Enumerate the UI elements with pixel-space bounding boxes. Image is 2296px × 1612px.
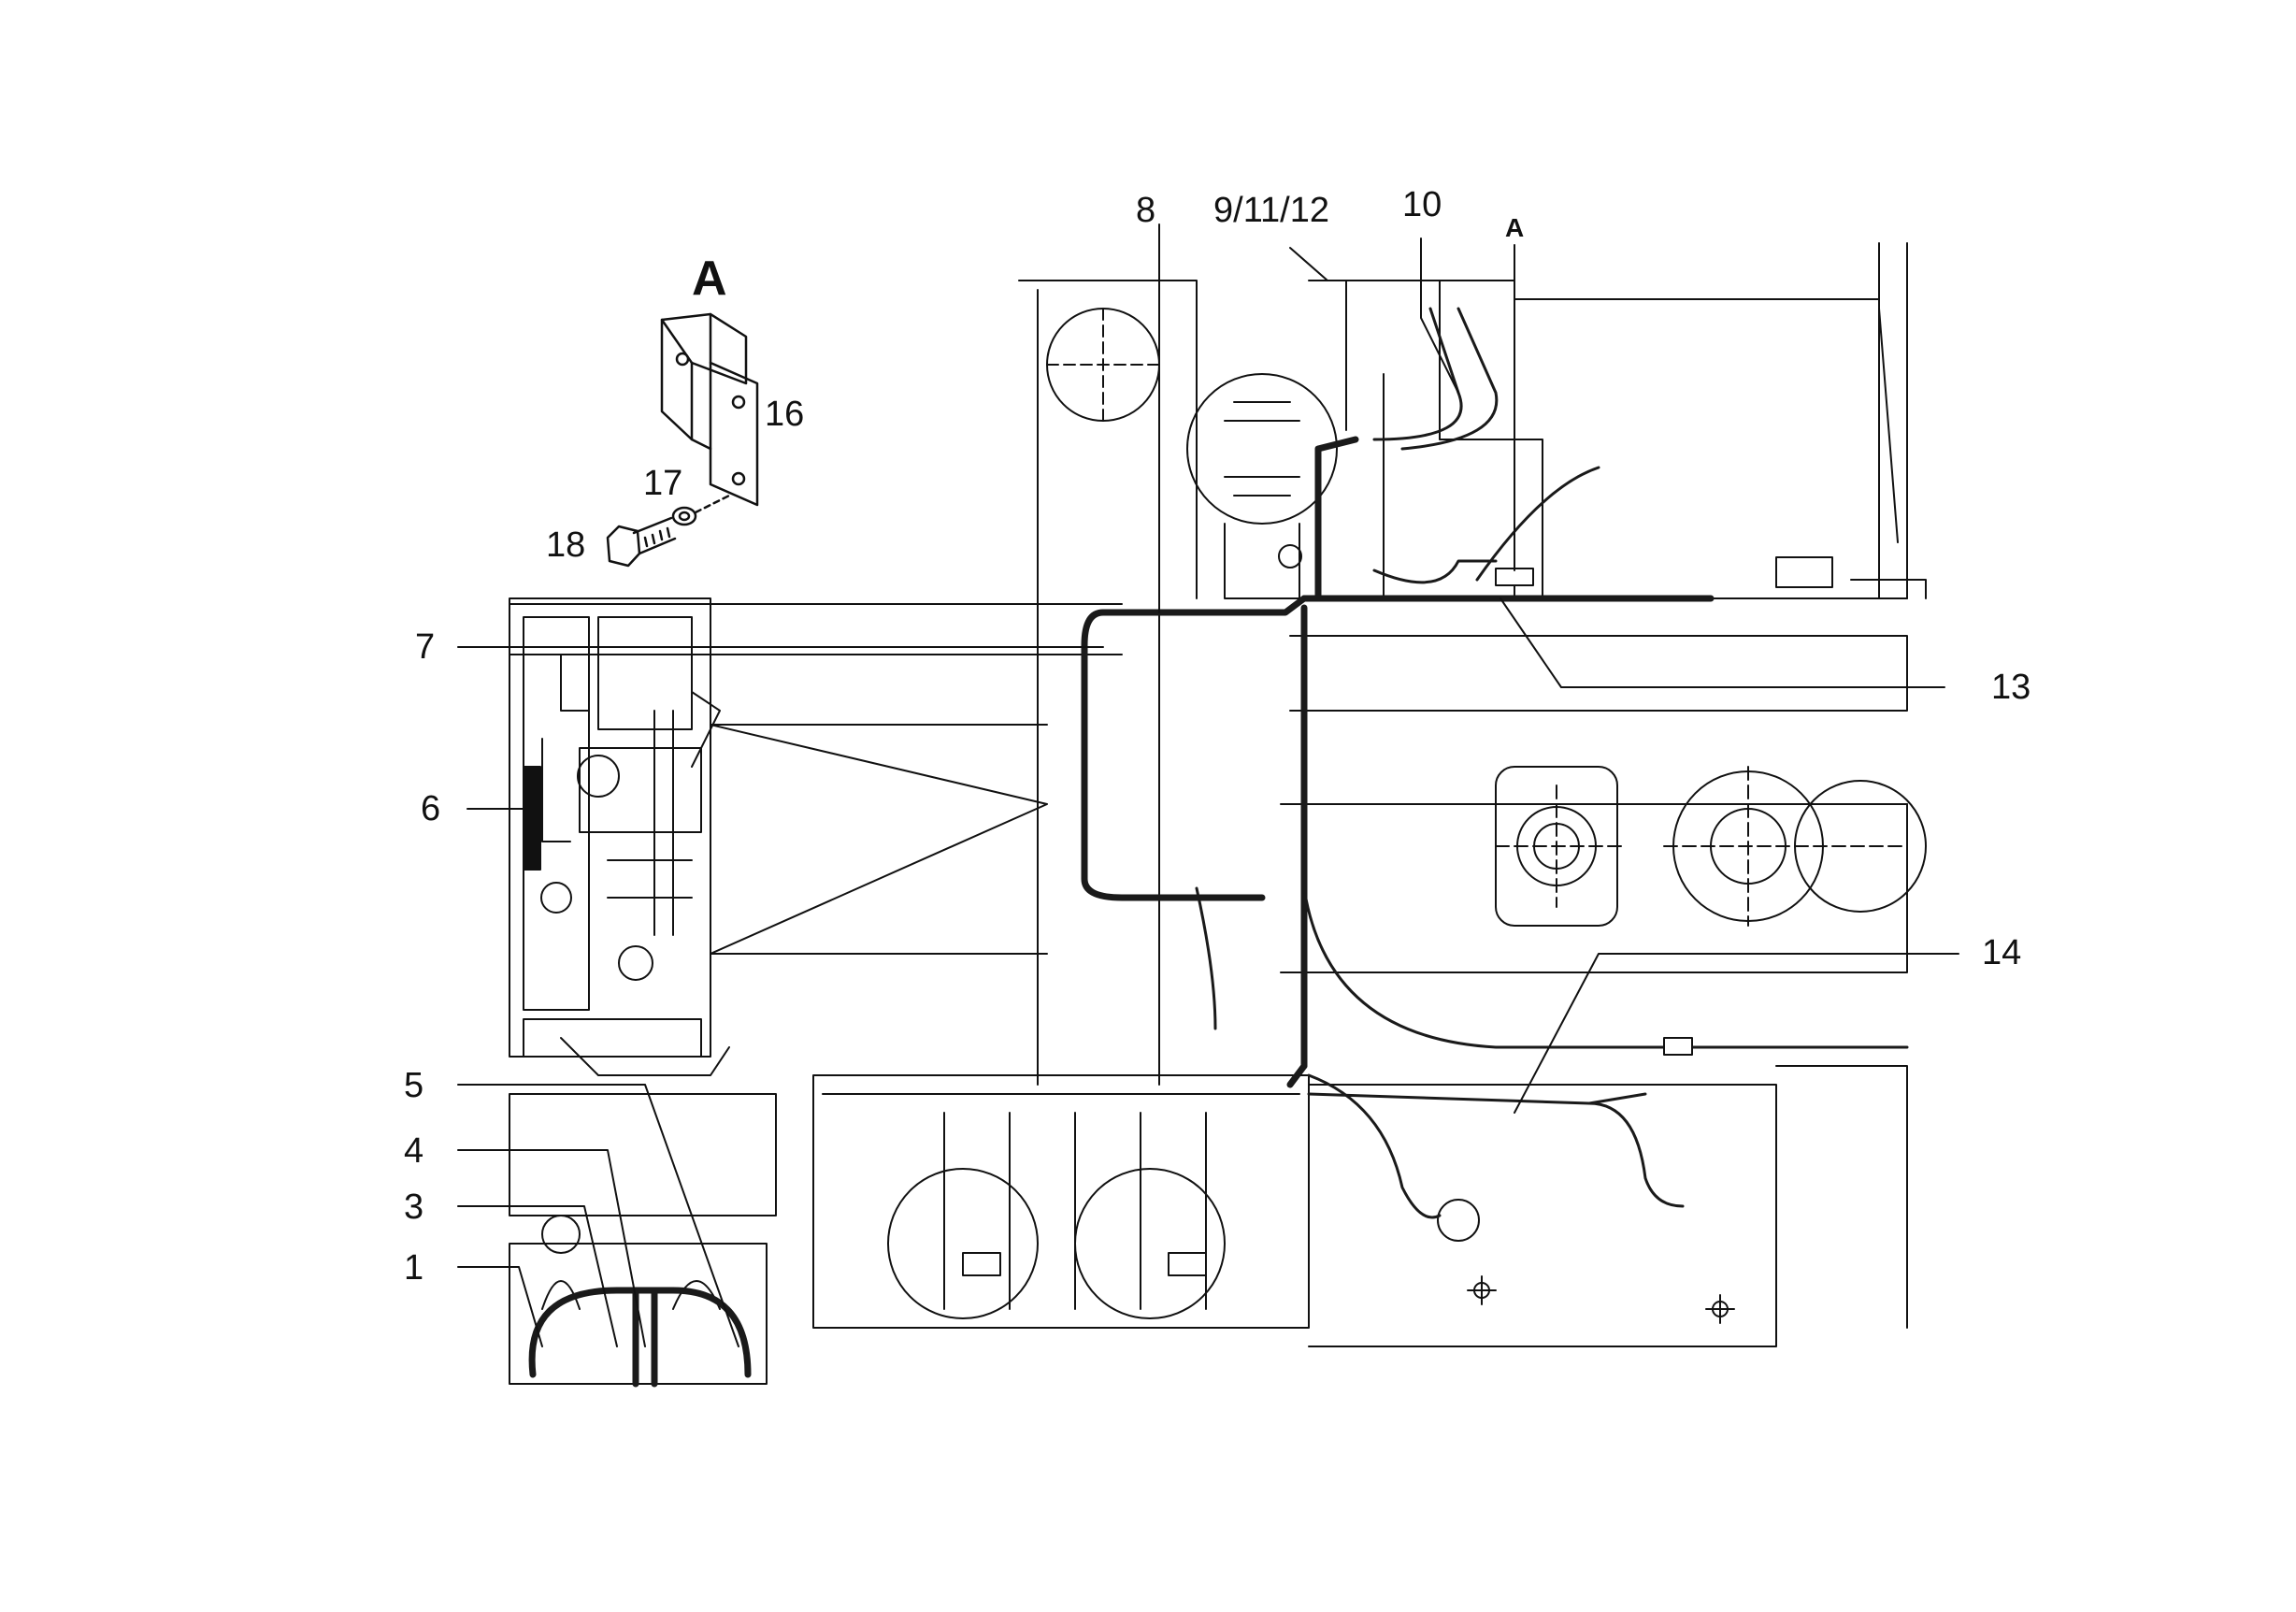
valve-block-assembly	[509, 597, 730, 1076]
callout-3: 3	[404, 1187, 424, 1227]
main-frame	[509, 280, 1198, 1086]
callout-13: 13	[1991, 668, 2031, 707]
callout-16: 16	[765, 395, 805, 434]
callout-5: 5	[404, 1066, 424, 1105]
bolt-part	[606, 516, 677, 568]
callout-8: 8	[1136, 191, 1156, 230]
callout-4: 4	[404, 1131, 424, 1171]
right-upper-housing	[1514, 242, 1927, 599]
washer-part	[671, 506, 697, 526]
callout-17: 17	[643, 464, 683, 503]
cable-harness	[528, 436, 1715, 1388]
gauge-housing	[1186, 280, 1543, 599]
detail-a-marker: A	[1505, 213, 1525, 242]
thin-cables	[1195, 307, 1909, 1219]
callout-6: 6	[421, 789, 441, 828]
callout-1: 1	[404, 1248, 424, 1288]
right-beam	[1280, 635, 1927, 973]
callout-18: 18	[546, 525, 586, 565]
callout-14: 14	[1982, 933, 2022, 972]
callout-10: 10	[1402, 185, 1442, 224]
callout-7: 7	[415, 627, 436, 667]
detail-a-title: A	[692, 252, 727, 306]
bracket-detail-a	[660, 312, 759, 507]
leader-lines	[457, 223, 1959, 1347]
lower-housing	[812, 1065, 1908, 1347]
callout-9-11-12: 9/11/12	[1213, 191, 1329, 230]
